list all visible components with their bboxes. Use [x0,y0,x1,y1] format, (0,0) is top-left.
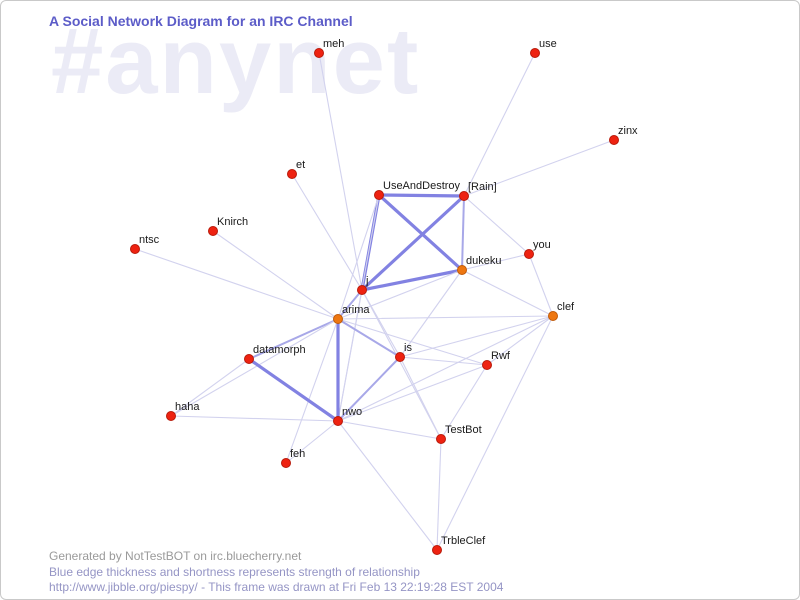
graph-edge-clef-nwo [337,315,554,422]
graph-edge-clef-is [399,315,554,358]
graph-edge-arima-datamorph [248,318,339,360]
graph-node-label-nwo: nwo [342,406,362,418]
graph-edge-clef-arima [337,315,554,320]
graph-edge-nwo-haha [170,415,339,422]
graph-edge-j-dukeku [360,268,464,292]
graph-node-label-ntsc: ntsc [139,234,160,246]
graph-node-Knirch [208,226,218,236]
graph-node-[Rain] [459,191,469,201]
graph-node-et [287,169,297,179]
graph-edge-is-nwo [337,356,401,422]
graph-edge-Rwf-TestBot [440,364,488,440]
graph-node-TrbleClef [432,545,442,555]
graph-node-dukeku [457,265,467,275]
graph-node-label-clef: clef [557,301,575,313]
graph-edge-nwo-TrbleClef [337,420,438,551]
graph-node-label-[Rain]: [Rain] [468,181,497,193]
graph-edge-TestBot-TrbleClef [436,438,442,551]
graph-edge-clef-Rwf [486,315,554,366]
graph-node-label-TrbleClef: TrbleClef [441,535,486,547]
graph-node-arima [333,314,343,324]
graph-edge-nwo-TestBot [337,420,442,440]
graph-node-label-haha: haha [175,401,200,413]
graph-edge-Rwf-nwo [337,364,488,422]
graph-node-label-et: et [296,159,305,171]
graph-node-datamorph [244,354,254,364]
graph-node-is [395,352,405,362]
graph-edge-meh-j [318,52,363,291]
graph-node-ntsc [130,244,140,254]
graph-edge-dukeku-is [399,269,463,358]
graph-edge-nwo-feh [285,420,339,464]
graph-edge-clef-TrbleClef [436,315,554,551]
graph-node-label-UseAndDestroy: UseAndDestroy [383,180,461,192]
footer-generated-by: Generated by NotTestBOT on irc.bluecherr… [49,549,302,563]
graph-node-Rwf [482,360,492,370]
graph-edge-ntsc-arima [134,248,339,320]
graph-edge-[Rain]-dukeku [461,195,465,271]
graph-edge-arima-feh [285,318,339,464]
graph-node-label-zinx: zinx [618,125,638,137]
graph-node-label-use: use [539,38,557,50]
graph-node-feh [281,458,291,468]
graph-edge-arima-Rwf [337,318,488,366]
graph-node-label-TestBot: TestBot [445,424,482,436]
graph-edge-UseAndDestroy-[Rain] [377,193,466,198]
graph-edge-j-arima [337,289,363,320]
graph-node-TestBot [436,434,446,444]
graph-edge-datamorph-nwo [247,357,340,423]
footer-legend-note: Blue edge thickness and shortness repres… [49,565,420,579]
graph-node-clef [548,311,558,321]
graph-edge-arima-haha [170,318,339,417]
graph-node-label-Rwf: Rwf [491,350,511,362]
graph-node-use [530,48,540,58]
graph-node-label-is: is [404,342,412,354]
graph-node-label-you: you [533,239,551,251]
graph-edge-zinx-[Rain] [463,139,615,197]
graph-edge-dukeku-clef [461,269,554,317]
graph-edge-j-nwo [337,289,363,422]
graph-edge-datamorph-haha [170,358,250,417]
graph-edge-[Rain]-j [360,194,466,292]
graph-node-j [357,285,367,295]
diagram-title: A Social Network Diagram for an IRC Chan… [49,13,353,29]
graph-node-label-Knirch: Knirch [217,216,248,228]
graph-node-label-feh: feh [290,448,305,460]
graph-edge-Knirch-arima [212,230,339,320]
graph-edge-you-[Rain] [463,195,530,255]
graph-node-label-j: j [365,275,368,287]
graph-edge-arima-is [337,318,401,358]
graph-node-UseAndDestroy [374,190,384,200]
graph-edge-is-TestBot [399,356,442,440]
graph-node-zinx [609,135,619,145]
graph-edge-use-[Rain] [463,52,536,197]
footer-url-timestamp: http://www.jibble.org/piespy/ - This fra… [49,580,504,594]
graph-edge-et-j [291,173,363,291]
graph-edge-dukeku-arima [337,269,463,320]
graph-node-nwo [333,416,343,426]
graph-edge-you-clef [528,253,554,317]
graph-node-meh [314,48,324,58]
graph-edge-you-dukeku [461,253,530,271]
graph-node-haha [166,411,176,421]
graph-edge-UseAndDestroy-dukeku [377,193,464,272]
graph-edge-is-Rwf [399,356,488,366]
graph-node-label-meh: meh [323,38,344,50]
graph-node-label-arima: arima [342,304,370,316]
graph-node-you [524,249,534,259]
graph-node-label-dukeku: dukeku [466,255,501,267]
graph-edge-j-TestBot [361,289,442,440]
graph-node-label-datamorph: datamorph [253,344,306,356]
graph-edge-UseAndDestroy-arima [337,194,380,320]
